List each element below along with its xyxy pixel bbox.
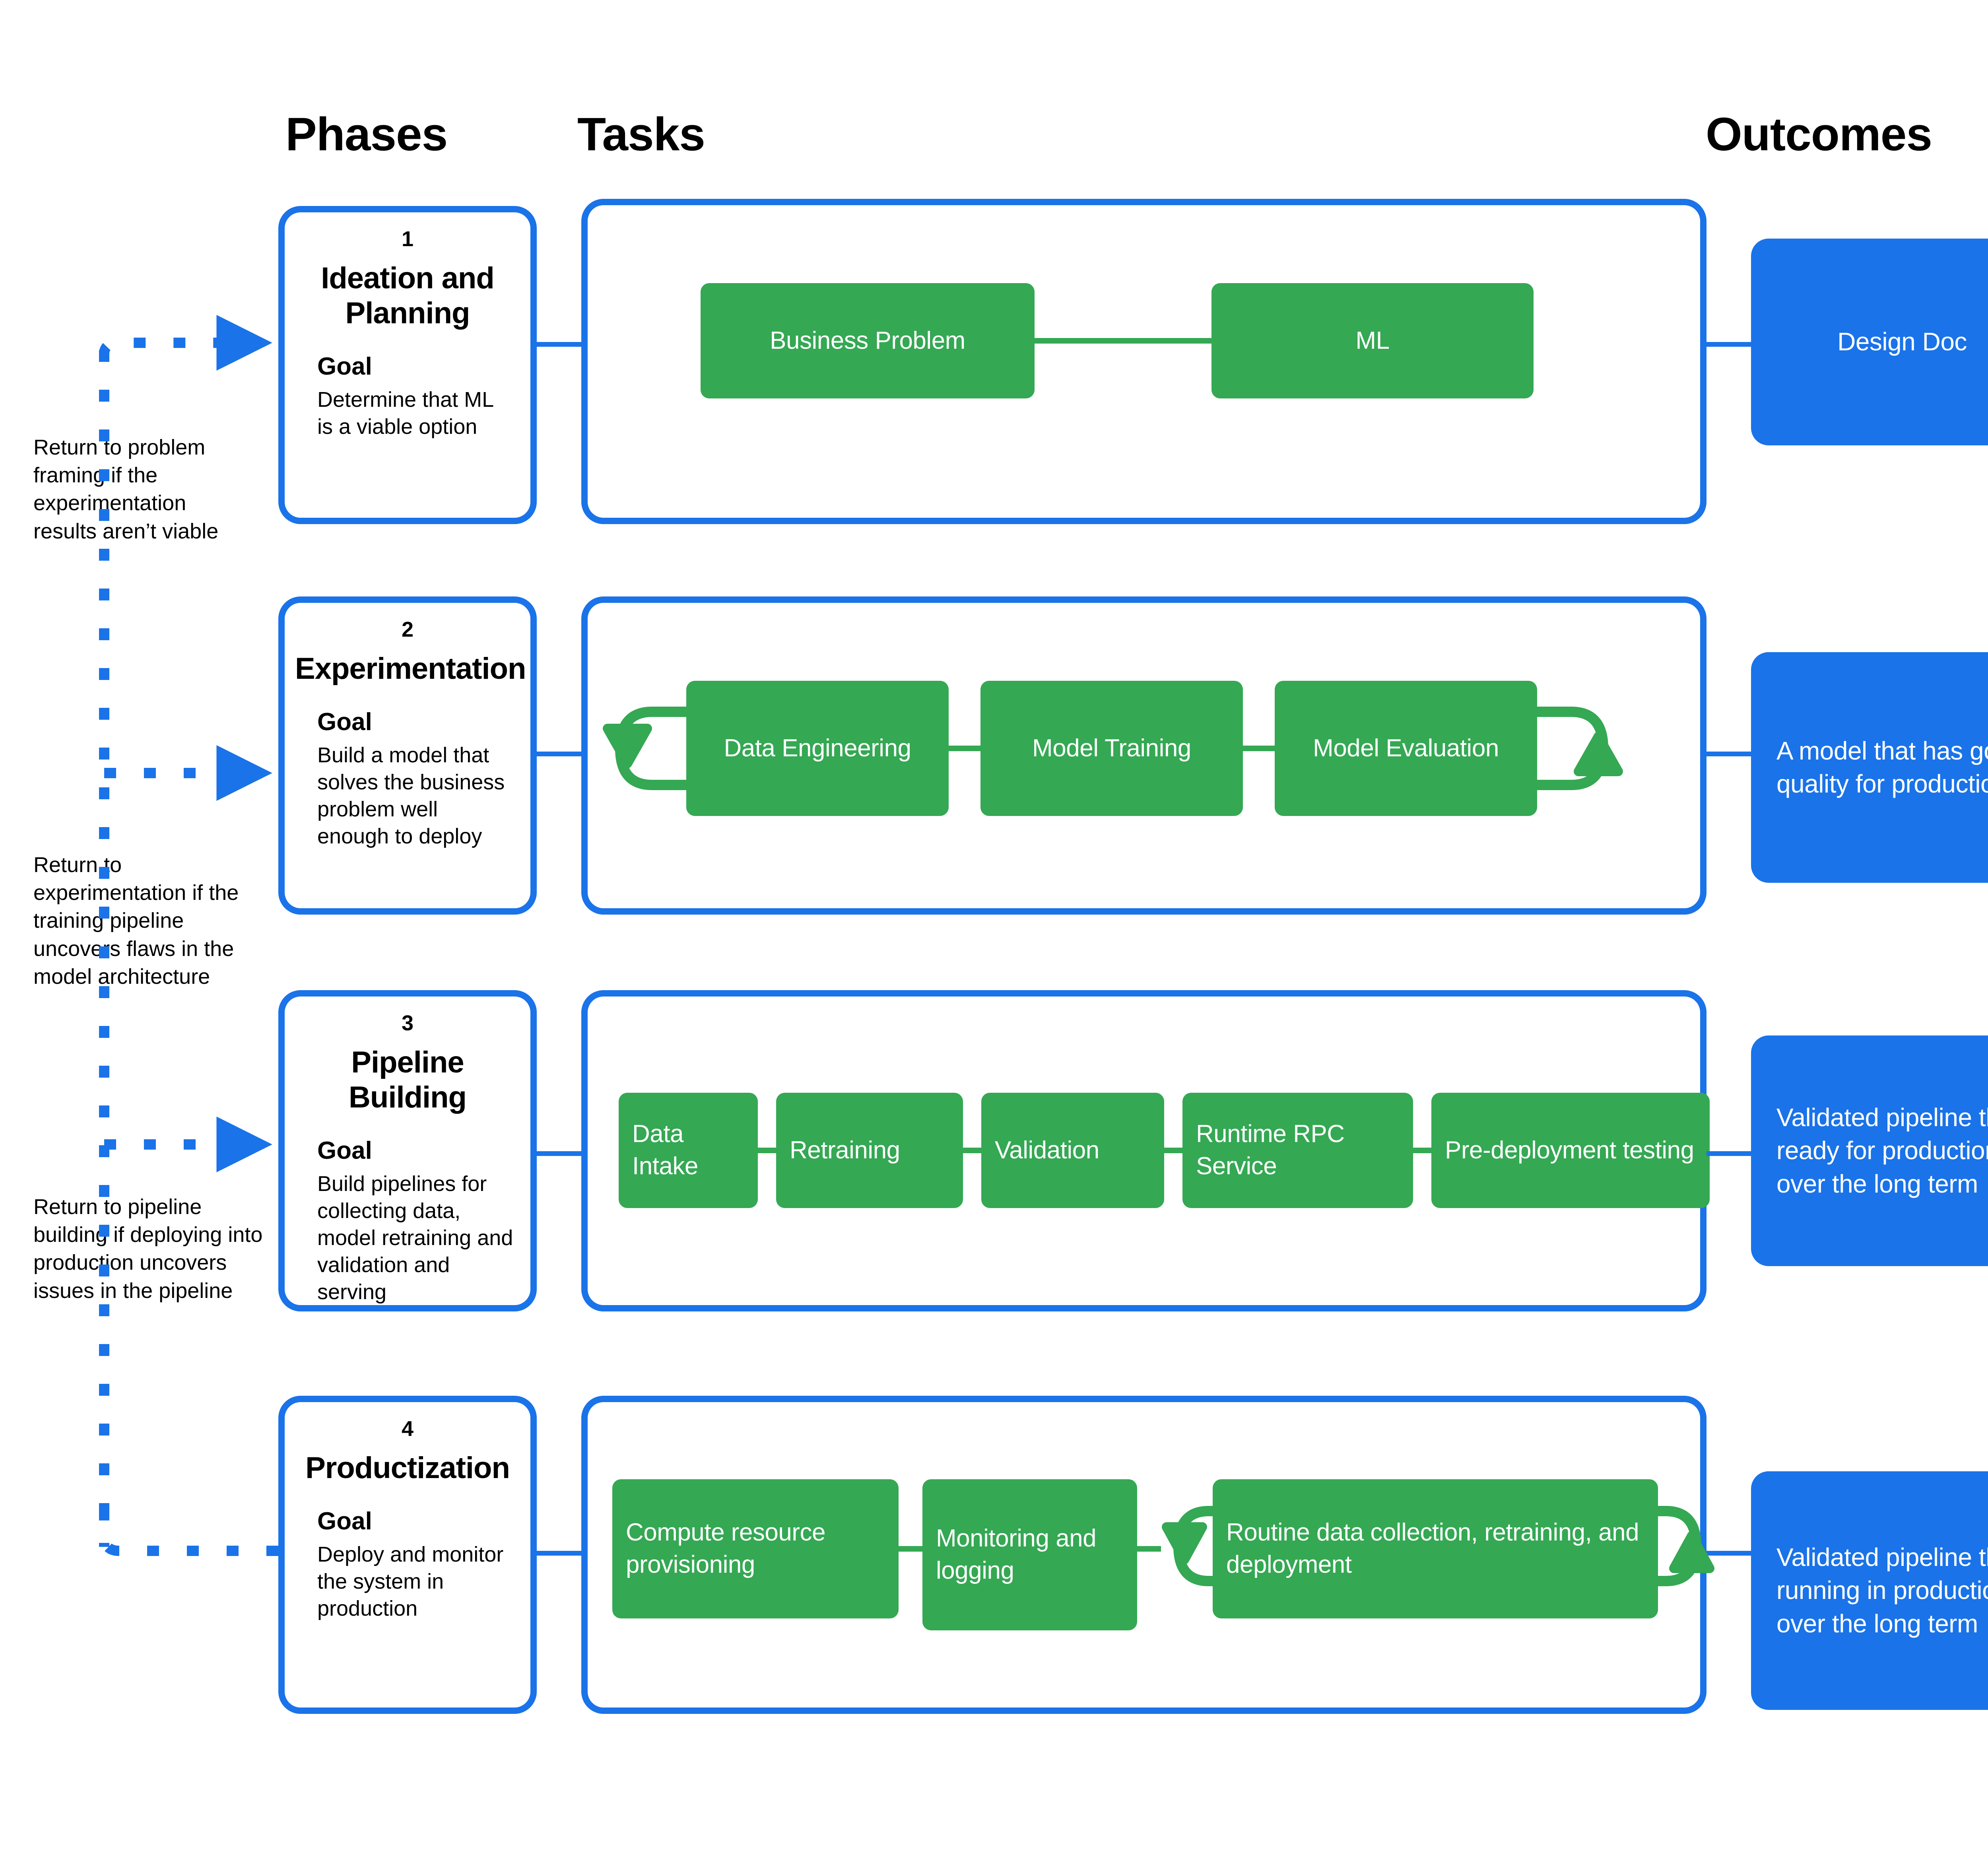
- task-box-model-training[interactable]: Model Training: [980, 681, 1243, 816]
- feedback-tail-from-phase4: [99, 1511, 278, 1556]
- connector-tasks3-outcome3: [1706, 1151, 1754, 1156]
- connector-tasks1-outcome1: [1706, 342, 1754, 347]
- phase-number-1: 1: [401, 227, 414, 251]
- feedback-note-1: Return to problem framing if the experim…: [33, 435, 219, 543]
- column-header-outcomes: Outcomes: [1706, 108, 1932, 161]
- goal-text-2: Build a model that solves the business p…: [317, 743, 505, 849]
- task-box-data-engineering[interactable]: Data Engineering: [686, 681, 949, 816]
- task-box-compute-resource-provisioning[interactable]: Compute resource provisioning: [612, 1479, 899, 1618]
- phase-number-2: 2: [401, 618, 414, 641]
- goal-text-1: Determine that ML is a viable option: [317, 388, 493, 439]
- task-box-runtime-rpc-service[interactable]: Runtime RPC Service: [1182, 1093, 1413, 1208]
- phase-card-3[interactable]: 3 Pipeline Building Goal Build pipelines…: [278, 990, 537, 1311]
- goal-label-4: Goal: [317, 1507, 372, 1535]
- phase-goal-block-1: Goal Determine that ML is a viable optio…: [285, 352, 530, 440]
- connector-phase4-tasks4: [537, 1551, 584, 1556]
- outcome-box-2[interactable]: A model that has good quality for produc…: [1751, 652, 1988, 883]
- task-box-monitoring-and-logging[interactable]: Monitoring and logging: [922, 1479, 1137, 1630]
- phase-title-2: Experimentation: [295, 652, 526, 686]
- phase-goal-block-2: Goal Build a model that solves the busin…: [285, 708, 530, 850]
- phase-goal-block-4: Goal Deploy and monitor the system in pr…: [285, 1507, 530, 1622]
- task-box-ml[interactable]: ML: [1211, 283, 1534, 398]
- task-box-business-problem[interactable]: Business Problem: [701, 283, 1035, 398]
- task-connector-4a: [899, 1546, 922, 1552]
- goal-label-1: Goal: [317, 353, 372, 381]
- connector-phase1-tasks1: [537, 342, 584, 347]
- phase-number-3: 3: [401, 1011, 414, 1035]
- phase-title-3: Pipeline Building: [349, 1045, 467, 1115]
- task-box-model-evaluation[interactable]: Model Evaluation: [1275, 681, 1537, 816]
- goal-text-4: Deploy and monitor the system in product…: [317, 1542, 504, 1621]
- task-box-routine-data-collection[interactable]: Routine data collection, retraining, and…: [1213, 1479, 1658, 1618]
- task-box-retraining[interactable]: Retraining: [776, 1093, 963, 1208]
- connector-tasks2-outcome2: [1706, 752, 1754, 756]
- task-box-validation[interactable]: Validation: [981, 1093, 1164, 1208]
- column-header-tasks: Tasks: [577, 108, 705, 161]
- column-header-phases: Phases: [285, 108, 448, 161]
- goal-text-3: Build pipelines for collecting data, mod…: [317, 1172, 513, 1304]
- feedback-arrow-1: [99, 315, 272, 371]
- task-connector-3c: [1164, 1148, 1182, 1153]
- task-connector-3b: [963, 1148, 981, 1153]
- task-connector-3a: [758, 1148, 776, 1153]
- outcome-box-4[interactable]: Validated pipeline that’s running in pro…: [1751, 1471, 1988, 1710]
- task-connector-2b: [1243, 746, 1275, 751]
- outcome-box-1[interactable]: Design Doc: [1751, 239, 1988, 445]
- task-box-pre-deployment-testing[interactable]: Pre-deployment testing: [1431, 1093, 1710, 1208]
- connector-phase3-tasks3: [537, 1151, 584, 1156]
- phase-title-4: Productization: [305, 1451, 510, 1485]
- task-connector-4b: [1137, 1546, 1161, 1552]
- feedback-note-2: Return to experimentation if the trainin…: [33, 853, 239, 989]
- phase-card-2[interactable]: 2 Experimentation Goal Build a model tha…: [278, 596, 537, 915]
- phase-card-4[interactable]: 4 Productization Goal Deploy and monitor…: [278, 1396, 537, 1714]
- phase-goal-block-3: Goal Build pipelines for collecting data…: [285, 1136, 530, 1305]
- outcome-box-3[interactable]: Validated pipeline that’s ready for prod…: [1751, 1035, 1988, 1266]
- connector-tasks4-outcome4: [1706, 1551, 1754, 1556]
- phase-card-1[interactable]: 1 Ideation and Planning Goal Determine t…: [278, 206, 537, 524]
- goal-label-3: Goal: [317, 1137, 372, 1165]
- feedback-note-3: Return to pipeline building if deploying…: [33, 1195, 263, 1303]
- task-connector-1: [1035, 338, 1211, 344]
- phase-title-1: Ideation and Planning: [321, 261, 495, 330]
- connector-phase2-tasks2: [537, 752, 584, 756]
- phase-number-4: 4: [401, 1417, 414, 1441]
- task-connector-3d: [1413, 1148, 1431, 1153]
- task-box-data-intake[interactable]: Data Intake: [619, 1093, 758, 1208]
- task-connector-2a: [949, 746, 980, 751]
- goal-label-2: Goal: [317, 708, 372, 736]
